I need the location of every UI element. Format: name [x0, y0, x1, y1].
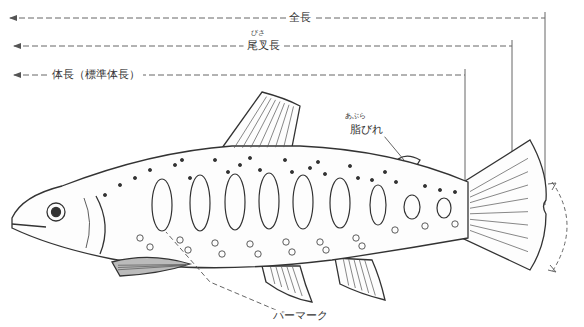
spot — [394, 180, 397, 183]
spot-ring — [147, 244, 153, 250]
spot — [370, 178, 373, 181]
spot-ring — [317, 239, 323, 245]
spot — [248, 156, 251, 159]
fin-ray — [293, 267, 303, 296]
spot-ring — [247, 241, 253, 247]
fin-ray — [470, 172, 528, 197]
fin-ray — [470, 158, 528, 191]
furigana: びさ — [250, 29, 266, 37]
furigana: あぶら — [344, 112, 367, 120]
spot — [383, 170, 386, 173]
spot — [308, 166, 311, 169]
leader-lines — [166, 136, 404, 310]
spot-ring — [137, 235, 143, 241]
spot — [173, 163, 176, 166]
dimension-label: 体長（標準体長） — [49, 69, 143, 82]
spot-ring — [289, 249, 295, 255]
spot — [226, 170, 229, 173]
spot — [356, 176, 359, 179]
spot — [290, 170, 293, 173]
spot — [258, 168, 261, 171]
spot — [118, 183, 121, 186]
fin-ray — [118, 266, 186, 270]
spot-ring — [392, 227, 398, 233]
spot-ring — [185, 247, 191, 253]
fin-ray — [276, 267, 282, 287]
spot — [213, 158, 216, 161]
spot-ring — [359, 243, 365, 249]
spot — [180, 158, 183, 161]
fin-ray — [271, 267, 275, 284]
fin-ray — [282, 267, 289, 290]
spot — [316, 160, 319, 163]
dimension-label: 尾叉長 — [244, 40, 283, 53]
spot-ring — [219, 251, 225, 257]
fin-ray — [470, 219, 528, 225]
spot-ring — [177, 237, 183, 243]
spot — [148, 168, 151, 171]
spot — [453, 190, 456, 193]
fish-body — [12, 92, 546, 302]
spot-ring — [323, 247, 329, 253]
spot-ring — [255, 251, 261, 257]
spot — [438, 188, 441, 191]
fin-ray — [276, 105, 290, 148]
fin-ray — [243, 98, 272, 148]
fin-ray — [259, 102, 280, 148]
dimension-lines — [10, 12, 567, 272]
part-label: 脂びれ — [347, 124, 386, 137]
dimension-label: 全長 — [286, 12, 314, 25]
spot — [323, 172, 326, 175]
fin-ray — [349, 259, 356, 288]
spot-ring — [353, 235, 359, 241]
fin-ray — [267, 103, 284, 147]
fin-ray — [470, 212, 528, 214]
spot — [103, 193, 106, 196]
spot — [188, 176, 191, 179]
spot-ring — [422, 223, 428, 229]
fin-ray — [470, 225, 528, 238]
spot — [133, 176, 136, 179]
spot-ring — [212, 240, 218, 246]
fin-ray — [251, 100, 276, 148]
fin-ray — [284, 106, 294, 147]
parr-marks — [152, 173, 451, 231]
spot-ring — [452, 221, 458, 227]
part-label: パーマーク — [270, 310, 331, 323]
fin-ray — [343, 259, 348, 285]
spot — [348, 164, 351, 167]
fin-ray — [470, 198, 528, 208]
spot — [283, 158, 286, 161]
fin-ray — [470, 230, 528, 251]
fin-ray — [365, 260, 376, 296]
spot-ring — [283, 239, 289, 245]
spot — [423, 184, 426, 187]
fin-ray — [359, 260, 368, 293]
spot — [238, 163, 241, 166]
fin-ray — [234, 97, 266, 148]
